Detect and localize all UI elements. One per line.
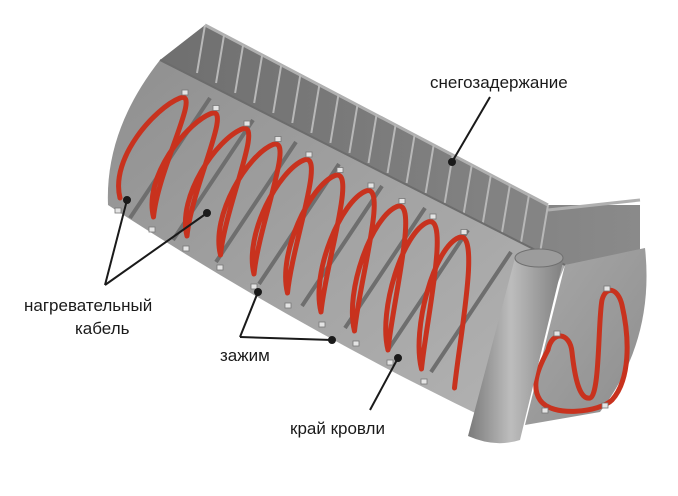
clamp	[336, 167, 344, 173]
label-snow-guard: снегозадержание	[430, 73, 568, 92]
snow-guard-post	[539, 204, 549, 254]
clamp	[216, 264, 224, 271]
clamp	[212, 105, 220, 111]
clamp	[181, 89, 189, 96]
snow-guard-post	[272, 64, 283, 114]
snow-guard-post	[462, 164, 473, 214]
label-clamp: зажим	[220, 346, 270, 365]
clamp	[398, 198, 406, 204]
callout-clamp-dot-1	[254, 288, 262, 296]
clamp	[305, 151, 313, 158]
callout-cable-line-2	[104, 212, 208, 286]
callout-clamp-dot-2	[328, 336, 336, 344]
clamp	[148, 226, 156, 233]
clamp	[601, 402, 609, 409]
snow-guard-post	[500, 184, 511, 234]
clamp	[367, 182, 375, 189]
callout-cable-line-1	[104, 199, 128, 286]
snow-guard-post	[234, 44, 245, 94]
snow-guard-post	[405, 134, 416, 184]
snow-guard-top-rail-right	[547, 198, 641, 212]
snow-guard-post	[386, 124, 397, 174]
snow-guard-structure	[160, 23, 641, 265]
callout-cable-dot-1	[123, 196, 131, 204]
roof-ridge-line	[159, 59, 566, 266]
snow-guard-post	[348, 104, 359, 154]
clamp	[460, 229, 468, 235]
heating-cable-main	[116, 95, 472, 391]
snow-guard-post	[519, 194, 530, 244]
label-heating-cable-line2: кабель	[75, 319, 130, 338]
downpipe-body	[468, 249, 563, 444]
callout-snow-guard-dot	[448, 158, 456, 166]
label-heating-cable-line1: нагревательный	[24, 296, 152, 315]
callout-clamp-line-1	[239, 291, 259, 338]
downpipe	[468, 248, 564, 444]
callout-roof-edge-line	[369, 357, 399, 411]
callout-clamp-line-2	[239, 336, 333, 341]
snow-guard-posts	[196, 24, 549, 254]
callouts	[104, 96, 491, 411]
clamp	[603, 285, 611, 292]
snow-guard-post	[424, 144, 435, 194]
label-roof-edge: край кровли	[290, 419, 385, 438]
snow-guard-post	[253, 54, 264, 104]
clamp	[250, 283, 258, 290]
snow-guard-post	[310, 84, 321, 134]
snow-guard-post	[329, 94, 340, 144]
clamp	[243, 120, 251, 127]
clamp	[114, 207, 122, 214]
snow-guard-post	[291, 74, 302, 124]
heating-cable-right	[533, 288, 630, 414]
callout-roof-edge-dot	[394, 354, 402, 362]
clamp	[553, 330, 561, 337]
clamp	[541, 407, 549, 414]
clamp	[429, 213, 437, 220]
callout-snow-guard-line	[451, 96, 491, 163]
snow-guard-back-wall	[160, 25, 640, 265]
snow-guard-post	[215, 34, 226, 84]
clamp	[420, 378, 428, 385]
snow-guard-post	[367, 114, 378, 164]
roof-rail	[300, 184, 384, 308]
clamp	[274, 136, 282, 142]
clamp	[182, 245, 190, 252]
callout-cable-dot-2	[203, 209, 211, 217]
downpipe-top	[514, 248, 564, 268]
clamp	[318, 321, 326, 328]
roof-rail	[429, 250, 513, 374]
roof-rail	[214, 140, 298, 264]
clamp	[386, 359, 394, 366]
clamp	[284, 302, 292, 309]
snow-guard-post	[481, 174, 492, 224]
snow-guard-post	[196, 24, 206, 74]
clamps-group	[114, 89, 611, 414]
clamp	[352, 340, 360, 347]
